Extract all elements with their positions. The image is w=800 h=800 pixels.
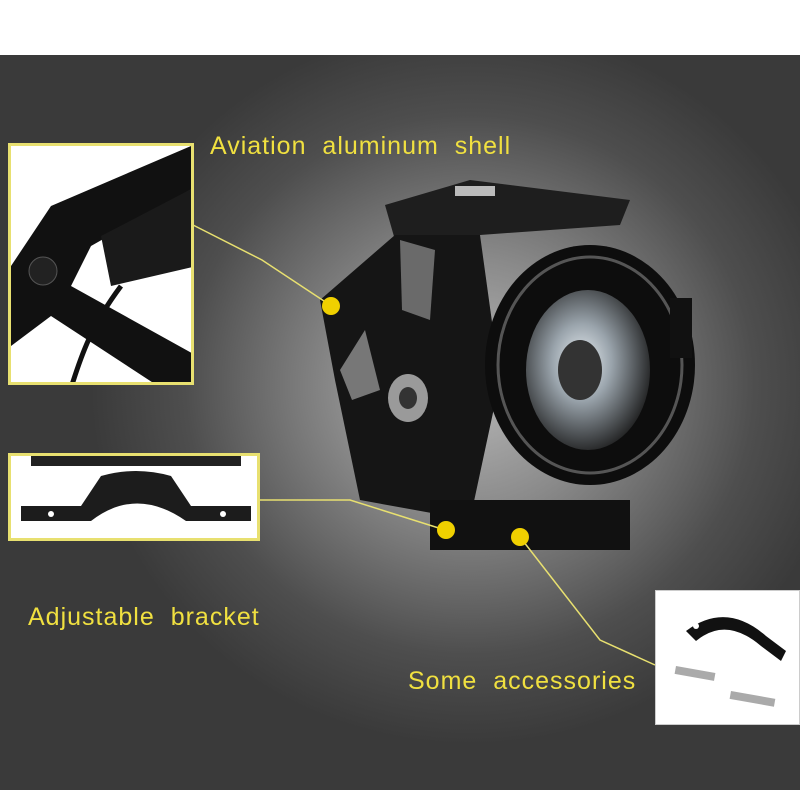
inset-accessories bbox=[655, 590, 800, 725]
angel-eye-ring bbox=[496, 255, 684, 475]
callout-dot-shell bbox=[322, 297, 340, 315]
light-base bbox=[430, 500, 630, 550]
inset-bracket-closeup bbox=[8, 453, 260, 541]
callout-line-shell bbox=[192, 224, 331, 306]
callout-accessories-label: Some accessories bbox=[408, 667, 637, 695]
inset-shell-closeup bbox=[8, 143, 194, 385]
shell-top-plate bbox=[385, 180, 630, 240]
callout-line-bracket bbox=[260, 499, 446, 531]
callout-line-accessories bbox=[519, 536, 656, 666]
callout-dot-accessories bbox=[511, 528, 529, 546]
callout-bracket-label: Adjustable bracket bbox=[28, 603, 260, 631]
callout-dot-bracket bbox=[437, 521, 455, 539]
callout-shell-label: Aviation aluminum shell bbox=[210, 132, 512, 160]
